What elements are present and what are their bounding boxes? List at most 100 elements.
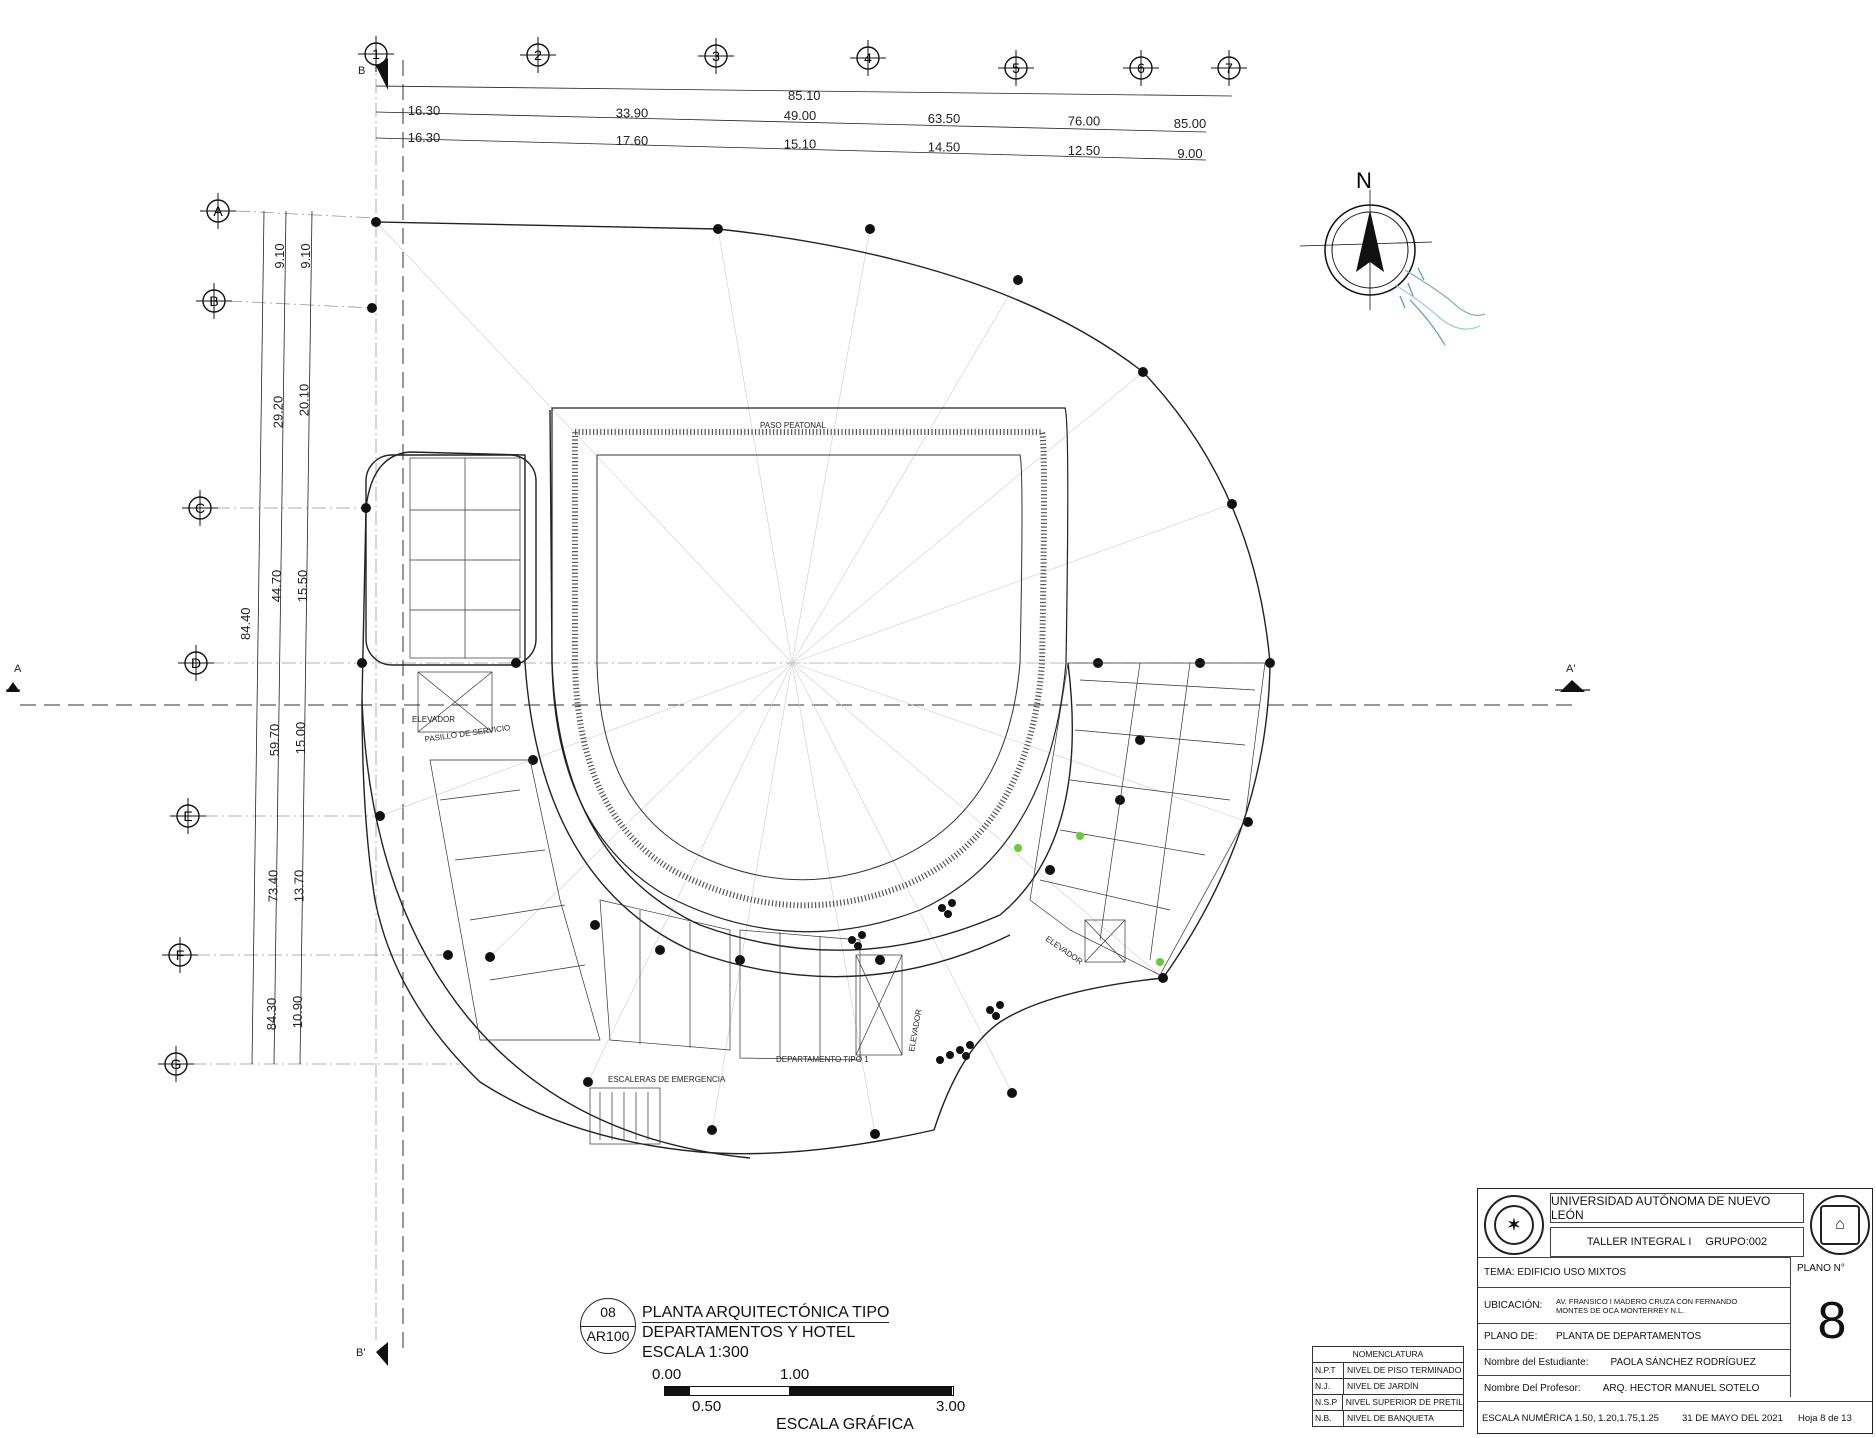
section-marker-a-left: A — [6, 663, 22, 692]
dim-left-inner-value: 13.70 — [292, 870, 307, 903]
nomenclature-row: N.P.T NIVEL DE PISO TERMINADO — [1313, 1363, 1463, 1379]
nomenclature-row: N.S.P NIVEL SUPERIOR DE PRETIL — [1313, 1395, 1463, 1411]
drawing-number: 08 — [600, 1304, 616, 1320]
taller-group: TALLER INTEGRAL I GRUPO:002 — [1550, 1227, 1804, 1257]
dim-left-mid-value: 84.30 — [264, 998, 279, 1031]
plano-label: PLANO N° — [1797, 1263, 1845, 1274]
university-name: UNIVERSIDAD AUTÓNOMA DE NUEVO LEÓN — [1550, 1193, 1804, 1223]
section-marker-b-top: B — [358, 58, 388, 90]
section-marker-a-right: A' — [1555, 663, 1590, 692]
elevador-left-label: ELEVADOR — [412, 715, 455, 724]
dim-partial-value: 14.50 — [928, 140, 961, 155]
nomenclature-table: NOMENCLATURA N.P.T NIVEL DE PISO TERMINA… — [1312, 1346, 1464, 1427]
title-block-footer: ESCALA NUMÉRICA 1.50, 1.20,1.75,1.25 31 … — [1478, 1401, 1872, 1434]
escaleras-label: ESCALERAS DE EMERGENCIA — [608, 1075, 726, 1084]
dim-cumulative-value: 63.50 — [928, 111, 961, 126]
dim-left-mid-value: 44.70 — [269, 570, 284, 603]
pasillo-servicio-label: PASILLO DE SERVICIO — [424, 723, 511, 744]
section-b-bottom-text: B' — [356, 1347, 365, 1359]
row-bubble-E: E — [170, 798, 206, 834]
building-outline — [361, 221, 1271, 1159]
radial-guides — [375, 221, 1270, 1135]
dim-cumulative-value: 33.90 — [616, 106, 649, 121]
column-bubble-7: 7 — [1211, 50, 1247, 86]
fecha: 31 DE MAYO DEL 2021 — [1682, 1412, 1783, 1424]
column-label: 2 — [534, 47, 542, 63]
row-axis-bubbles: A B C D E F G — [158, 193, 236, 1082]
column-label: 6 — [1137, 60, 1145, 76]
column-axis-bubbles: 1 2 3 4 5 6 7 — [358, 36, 1247, 86]
section-b-top-text: B — [358, 65, 365, 77]
column-bubble-3: 3 — [698, 38, 734, 74]
taller-name: TALLER INTEGRAL I — [1586, 1236, 1692, 1248]
column-bubble-2: 2 — [520, 37, 556, 73]
row-bubble-A: A — [200, 193, 236, 229]
grid-lines — [192, 55, 1270, 1340]
drawing-title: 08 AR100 PLANTA ARQUITECTÓNICA TIPO DEPA… — [580, 1298, 965, 1438]
dim-left-inner-value: 15.00 — [293, 722, 308, 755]
estudiante-row: Nombre del Estudiante: PAOLA SÁNCHEZ ROD… — [1478, 1349, 1790, 1375]
dim-left-outer: 84.40 — [238, 607, 253, 640]
plano-de-row: PLANO DE: PLANTA DE DEPARTAMENTOS — [1478, 1323, 1790, 1349]
dim-cumulative-value: 16.30 — [408, 103, 441, 118]
column-label: 3 — [712, 48, 720, 64]
left-dimensions — [251, 210, 313, 1065]
elevador-right-label: ELEVADOR — [1044, 934, 1085, 966]
graphic-scale-bar — [664, 1386, 954, 1396]
column-bubble-4: 4 — [850, 40, 886, 76]
scale-tick-1: 1.00 — [780, 1366, 810, 1383]
column-label: 7 — [1225, 60, 1233, 76]
wind-icon — [1394, 267, 1486, 346]
dim-left-mid-value: 29.20 — [270, 396, 285, 429]
elevador-mid-label: ELEVADOR — [907, 1008, 923, 1052]
column-label: 4 — [864, 50, 872, 66]
drawing-title-line1: PLANTA ARQUITECTÓNICA TIPO — [642, 1304, 890, 1323]
dim-cumulative-value: 76.00 — [1068, 113, 1101, 128]
column-label: 5 — [1012, 60, 1020, 76]
hoja: Hoja 8 de 13 — [1798, 1412, 1852, 1424]
dim-left-mid-value: 73.40 — [266, 870, 281, 903]
trees — [848, 899, 1004, 1064]
column-dots — [357, 217, 1275, 1139]
profesor-row: Nombre Del Profesor: ARQ. HECTOR MANUEL … — [1478, 1375, 1790, 1401]
room-clusters — [409, 457, 1266, 1145]
row-bubble-B: B — [196, 283, 232, 319]
scale-tick-0: 0.00 — [652, 1366, 682, 1383]
green-planters — [1014, 832, 1164, 966]
north-label: N — [1356, 168, 1372, 193]
nomenclature-header: NOMENCLATURA — [1313, 1347, 1463, 1363]
nomenclature-row: N.J. NIVEL DE JARDÍN — [1313, 1379, 1463, 1395]
dim-partial-value: 17.60 — [616, 133, 649, 148]
title-block: ✶ ⌂ UNIVERSIDAD AUTÓNOMA DE NUEVO LEÓN T… — [1477, 1188, 1873, 1434]
dim-left-inner-value: 9.10 — [298, 243, 313, 268]
central-courtyard: PASO PEATONAL — [551, 407, 1069, 933]
dim-partial-value: 15.10 — [784, 136, 817, 151]
plano-number-box: PLANO N° 8 — [1790, 1257, 1872, 1397]
escala-numerica: ESCALA NUMÉRICA 1.50, 1.20,1.75,1.25 — [1482, 1412, 1659, 1424]
plano-number: 8 — [1817, 1292, 1847, 1350]
faculty-seal-icon: ⌂ — [1810, 1195, 1870, 1255]
dim-partial-value: 12.50 — [1068, 143, 1101, 158]
row-bubble-C: C — [182, 490, 218, 526]
dim-left-mid-value: 59.70 — [267, 724, 282, 757]
row-bubble-D: D — [178, 645, 214, 681]
row-bubble-G: G — [158, 1046, 194, 1082]
paso-peatonal-label: PASO PEATONAL — [760, 421, 826, 430]
row-label: F — [176, 947, 185, 963]
dim-left-inner-value: 10.90 — [290, 996, 305, 1029]
row-label: E — [183, 808, 192, 824]
row-label: B — [209, 293, 218, 309]
drawing-title-line2: DEPARTAMENTOS Y HOTEL — [642, 1324, 856, 1341]
column-label: 1 — [372, 46, 380, 62]
nomenclature-row: N.B. NIVEL DE BANQUETA — [1313, 1411, 1463, 1426]
column-bubble-5: 5 — [998, 50, 1034, 86]
drawing-scale: ESCALA 1:300 — [642, 1344, 749, 1361]
scale-tick-050: 0.50 — [692, 1398, 722, 1415]
row-label: A — [213, 203, 223, 219]
dim-cumulative-value: 85.00 — [1174, 116, 1207, 131]
section-marker-b-bottom: B' — [356, 1342, 388, 1366]
